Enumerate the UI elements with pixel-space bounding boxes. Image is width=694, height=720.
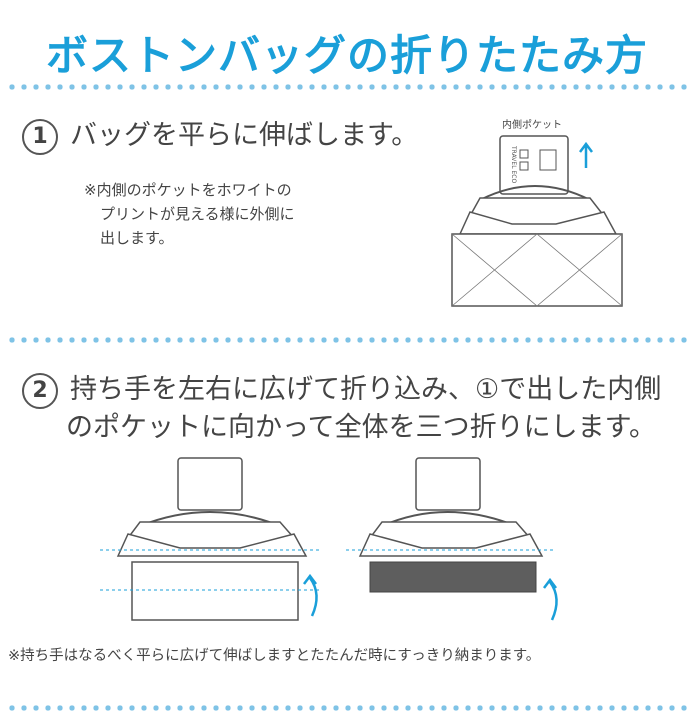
step2-bag-after-fold (346, 457, 558, 621)
step1-number: 1 (22, 118, 58, 155)
step1-note-line: 出します。 (100, 229, 174, 247)
pocket-tag-text: TRAVEL ECO (510, 145, 517, 183)
step2-text-line2: のポケットに向かって全体を三つ折りにします。 (66, 412, 656, 443)
page-title: ボストンバッグの折りたたみ方 (45, 31, 648, 80)
bag-body (451, 233, 623, 307)
dotted-divider (6, 84, 688, 90)
dotted-divider (6, 705, 688, 711)
step2-heading: 2 持ち手を左右に広げて折り込み、①で出した内側 (22, 372, 661, 409)
up-arrow-icon (579, 141, 593, 168)
step2-number: 2 (22, 372, 58, 409)
step1-text: バッグを平らに伸ばします。 (70, 120, 419, 151)
step1-heading: 1 バッグを平らに伸ばします。 (22, 118, 418, 155)
step2-bag-before-fold (100, 457, 320, 621)
step1-bag-illustration: 内側ポケット TRAVEL ECO (451, 118, 623, 307)
dotted-divider (6, 337, 688, 343)
step1-note-line: ※内側のポケットをホワイトの (84, 181, 292, 199)
folded-section (369, 561, 537, 593)
pocket-label: 内側ポケット (502, 118, 562, 131)
step2-text-line1: 持ち手を左右に広げて折り込み、①で出した内側 (70, 374, 662, 405)
step1-note: ※内側のポケットをホワイトの プリントが見える様に外側に 出します。 (84, 178, 295, 250)
step1-note-line: プリントが見える様に外側に (100, 205, 295, 223)
footnote: ※持ち手はなるべく平らに広げて伸ばしますとたたんだ時にすっきり納まります。 (8, 648, 541, 664)
fold-arrow-icon (543, 577, 558, 621)
fold-arrow-icon (303, 573, 318, 617)
